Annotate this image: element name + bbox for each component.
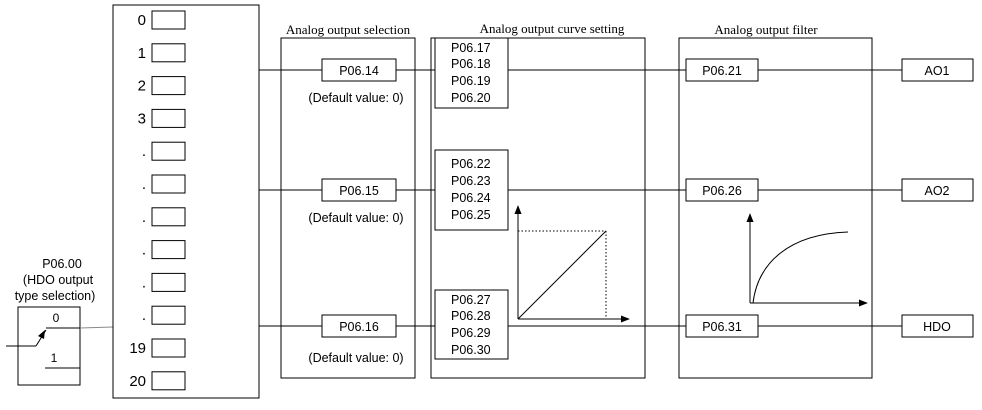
curve-param-code: P06.27 <box>451 293 491 307</box>
source-item-box <box>151 141 186 161</box>
source-item-label: . <box>142 143 146 160</box>
source-item-label: 20 <box>129 373 146 390</box>
source-items: 0 1 2 3...... 19 20 <box>129 10 186 391</box>
selection-section-title: Analog output selection <box>286 22 411 37</box>
source-item-label: . <box>142 176 146 193</box>
curve-param-code: P06.17 <box>451 41 491 55</box>
curve-param-box <box>434 37 509 109</box>
selection-section-frame <box>280 37 416 379</box>
filter-param-code: P06.31 <box>702 320 742 334</box>
switch-position-0: 0 <box>53 311 60 325</box>
source-list: 0 1 2 3...... 19 20 <box>112 4 260 399</box>
curve-param-code: P06.20 <box>451 91 491 105</box>
source-item-label: . <box>142 274 146 291</box>
source-item-label: . <box>142 307 146 324</box>
filter-response-graph-icon <box>746 213 868 307</box>
output-terminal-label: AO1 <box>924 64 949 78</box>
default-value-note: (Default value: 0) <box>308 91 403 105</box>
default-value-note: (Default value: 0) <box>308 211 403 225</box>
switch-position-1: 1 <box>51 351 58 365</box>
selector-switch-icon <box>6 327 80 369</box>
output-terminal-box <box>901 58 974 82</box>
source-item-box <box>151 76 186 96</box>
curve-param-box <box>434 149 509 231</box>
source-item-label: 19 <box>129 340 146 357</box>
curve-param-box <box>434 289 509 360</box>
curve-param-code: P06.25 <box>451 208 491 222</box>
source-item-label: . <box>142 242 146 259</box>
selection-param-box <box>321 314 397 338</box>
selection-param-code: P06.16 <box>339 320 379 334</box>
curve-param-code: P06.22 <box>451 157 491 171</box>
filter-param-box <box>685 314 759 338</box>
output-terminal-label: AO2 <box>924 184 949 198</box>
source-item-box <box>151 207 186 227</box>
output-terminal-label: HDO <box>923 320 951 334</box>
curve-param-code: P06.28 <box>451 309 491 323</box>
source-item-label: 3 <box>138 110 146 127</box>
selection-param-box <box>321 178 397 202</box>
selector-link-line <box>79 326 114 329</box>
source-item-box <box>151 272 186 292</box>
curve-section-title: Analog output curve setting <box>480 21 625 36</box>
source-item-box <box>151 10 186 30</box>
curve-section-frame <box>430 37 646 379</box>
source-item-box <box>151 240 186 260</box>
filter-section-title: Analog output filter <box>714 22 818 37</box>
selection-param-box <box>321 58 397 82</box>
source-item-label: 2 <box>138 78 146 95</box>
filter-section-frame <box>678 37 873 379</box>
curve-param-code: P06.24 <box>451 191 491 205</box>
curve-param-code: P06.30 <box>451 343 491 357</box>
source-list-frame <box>112 4 260 399</box>
filter-param-box <box>685 178 759 202</box>
filter-param-code: P06.21 <box>702 64 742 78</box>
hdo-selector-desc-2: type selection) <box>15 289 96 303</box>
linear-curve-graph-icon <box>514 205 630 323</box>
source-item-box <box>151 108 186 128</box>
hdo-selector-code: P06.00 <box>42 257 82 271</box>
channel-ao2: P06.15 (Default value: 0) P06.22 P06.23 … <box>259 149 974 231</box>
source-item-box <box>151 371 186 391</box>
output-terminal-box <box>901 178 974 202</box>
hdo-selector: P06.00 (HDO output type selection) 0 1 <box>6 257 114 386</box>
source-item-label: 0 <box>138 12 146 29</box>
filter-param-box <box>685 58 759 82</box>
source-item-label: . <box>142 209 146 226</box>
source-item-box <box>151 305 186 325</box>
channel-ao1: P06.14 (Default value: 0) P06.17 P06.18 … <box>259 37 974 109</box>
source-item-box <box>151 338 186 358</box>
filter-param-code: P06.26 <box>702 184 742 198</box>
source-item-box <box>151 174 186 194</box>
source-item-label: 1 <box>138 45 146 62</box>
curve-param-code: P06.19 <box>451 74 491 88</box>
curve-param-code: P06.29 <box>451 326 491 340</box>
curve-param-code: P06.23 <box>451 174 491 188</box>
output-terminal-box <box>901 314 974 338</box>
hdo-selector-desc-1: (HDO output <box>23 273 94 287</box>
channel-hdo: P06.16 (Default value: 0) P06.27 P06.28 … <box>259 289 974 365</box>
source-item-box <box>151 43 186 63</box>
selection-param-code: P06.14 <box>339 64 379 78</box>
default-value-note: (Default value: 0) <box>308 351 403 365</box>
curve-param-code: P06.18 <box>451 57 491 71</box>
selection-param-code: P06.15 <box>339 184 379 198</box>
